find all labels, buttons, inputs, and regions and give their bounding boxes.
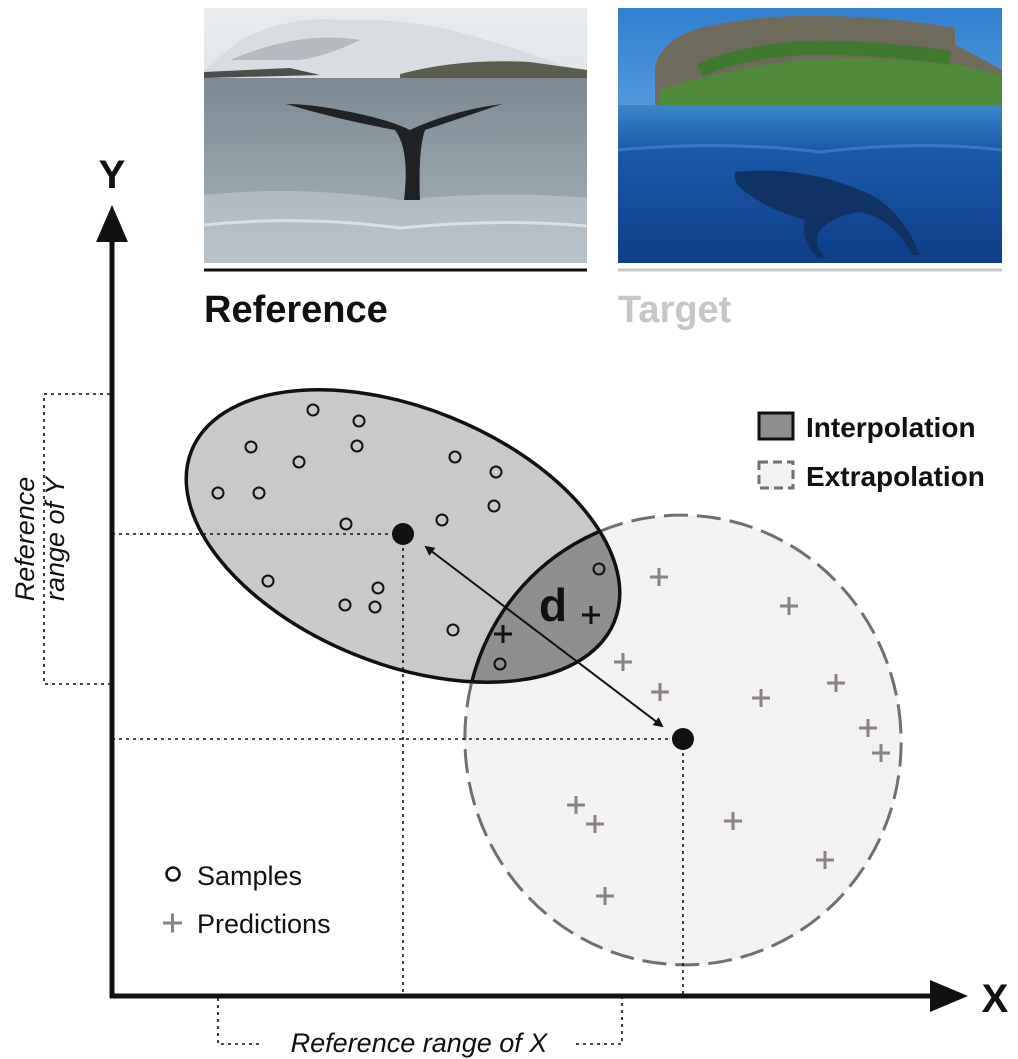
samples-legend-label: Samples <box>197 861 302 891</box>
sample-point <box>339 517 353 531</box>
y-axis-arrowhead <box>96 205 128 242</box>
reference-center <box>392 523 414 545</box>
reference-label: Reference <box>204 289 388 331</box>
sample-point <box>350 439 364 453</box>
predictions-legend-label: Predictions <box>197 909 331 939</box>
sample-point <box>211 486 225 500</box>
sample-point <box>448 450 462 464</box>
sample-point <box>435 513 449 527</box>
prediction-point <box>872 744 890 762</box>
interpolation-legend-swatch <box>757 411 795 441</box>
sample-point <box>261 574 275 588</box>
sample-point <box>487 499 501 513</box>
prediction-point <box>596 887 614 905</box>
prediction-point <box>724 812 742 830</box>
target-label: Target <box>618 289 732 331</box>
prediction-point <box>567 796 585 814</box>
predictions-legend-marker <box>163 913 182 933</box>
distance-label: d <box>539 579 567 631</box>
sample-point <box>244 440 258 454</box>
sample-point <box>338 598 352 612</box>
extrapolation-legend-label: Extrapolation <box>806 461 985 492</box>
sample-point <box>489 465 503 479</box>
sample-point <box>252 486 266 500</box>
sample-point <box>371 581 385 595</box>
x-axis-arrowhead <box>930 980 968 1012</box>
y-range-label: Reference range of Y <box>10 475 70 601</box>
sample-point <box>352 414 366 428</box>
prediction-point <box>752 689 770 707</box>
y-axis-label: Y <box>99 153 126 197</box>
target-center <box>672 728 694 750</box>
distance-arrow <box>424 545 664 728</box>
guide-lines <box>43 393 684 1045</box>
prediction-point <box>780 597 798 615</box>
target-photo <box>617 8 1003 263</box>
extrapolation-legend-swatch <box>757 460 795 490</box>
reference-photo <box>203 8 588 263</box>
interpolation-legend-label: Interpolation <box>806 412 976 443</box>
prediction-point <box>827 674 845 692</box>
prediction-point <box>859 719 877 737</box>
prediction-point <box>816 851 834 869</box>
whale-icon <box>734 170 920 258</box>
x-range-label: Reference range of X <box>291 1028 549 1058</box>
x-axis-label: X <box>982 977 1009 1021</box>
sample-point <box>292 455 306 469</box>
sample-point <box>306 403 320 417</box>
y-range-label-line2: range of Y <box>40 475 70 601</box>
y-range-label-line1: Reference <box>10 477 40 602</box>
sample-point <box>368 600 382 614</box>
samples-legend-marker <box>165 866 181 882</box>
prediction-point <box>586 815 604 833</box>
